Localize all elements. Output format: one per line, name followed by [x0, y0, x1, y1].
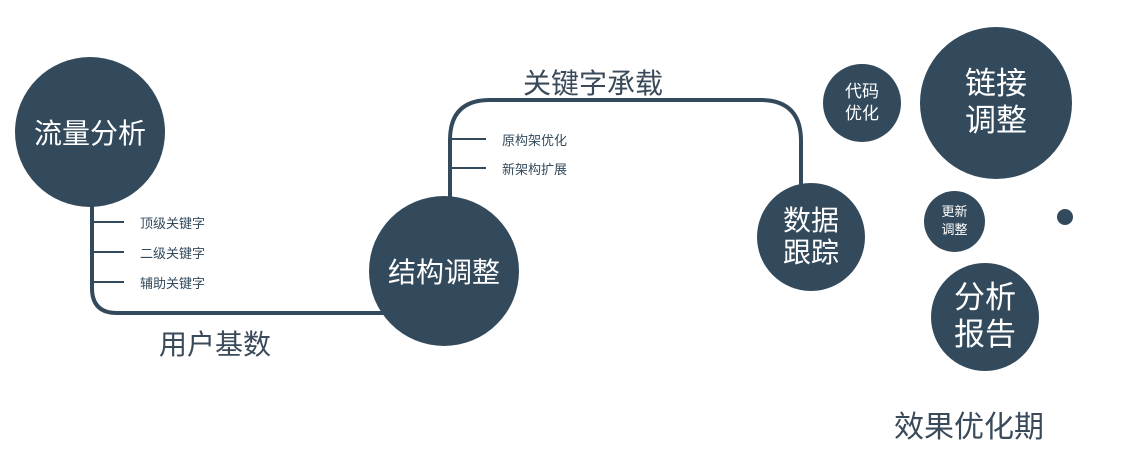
branch-item-aux-keyword: 辅助关键字: [140, 277, 206, 292]
label-effect-optimization-period: 效果优化期: [894, 410, 1044, 445]
node-code-optimize: 代码 优化: [823, 64, 901, 142]
label-user-base: 用户基数: [159, 328, 272, 361]
branch-item-new-arch-expand: 新架构扩展: [502, 163, 568, 178]
decorative-dot: [1057, 209, 1073, 225]
branch-item-top-keyword: 顶级关键字: [140, 217, 206, 232]
node-structure-adjust: 结构调整: [369, 196, 519, 346]
connector-traffic-to-structure: [90, 200, 388, 315]
connector-structure-to-tracking: [448, 98, 803, 200]
node-data-tracking: 数据 跟踪: [757, 183, 865, 291]
branch-item-orig-arch-optimize: 原构架优化: [502, 134, 568, 149]
node-link-adjust: 链接 调整: [920, 27, 1072, 179]
node-update-adjust: 更新 调整: [924, 191, 985, 252]
node-traffic-analysis: 流量分析: [15, 57, 165, 207]
node-analysis-report: 分析 报告: [931, 263, 1039, 371]
label-keyword-carrying: 关键字承载: [523, 67, 664, 100]
branch-item-second-keyword: 二级关键字: [140, 247, 206, 262]
